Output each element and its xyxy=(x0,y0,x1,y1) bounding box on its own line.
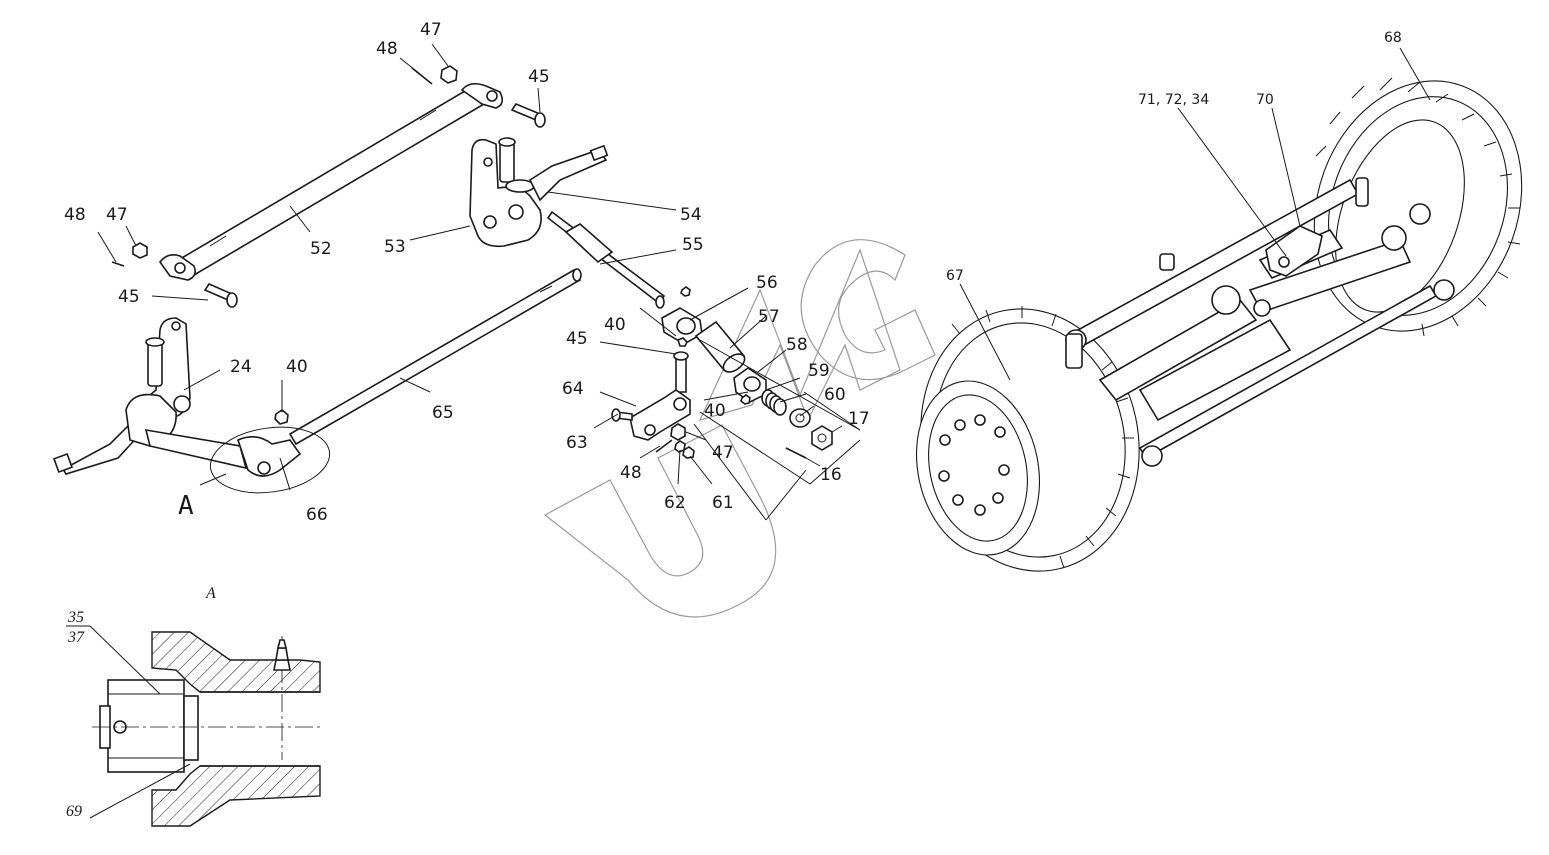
callout-55: 55 xyxy=(682,235,704,255)
callout-68: 68 xyxy=(1384,30,1402,46)
tie-rod-52 xyxy=(158,82,504,281)
callout-67: 67 xyxy=(946,268,964,284)
callout-a: A xyxy=(178,491,194,521)
detail-title: A xyxy=(205,585,216,602)
spindle-54 xyxy=(528,144,609,202)
callout-40-low: 40 xyxy=(704,401,726,421)
callout-63: 63 xyxy=(566,433,588,453)
callout-64: 64 xyxy=(562,379,584,399)
nut-47-top xyxy=(440,65,458,84)
callout-59: 59 xyxy=(808,361,830,381)
callout-45-top: 45 xyxy=(528,67,550,87)
callout-56: 56 xyxy=(756,273,778,293)
bolt-45-left xyxy=(203,282,238,308)
callout-58: 58 xyxy=(786,335,808,355)
callout-60: 60 xyxy=(824,385,846,405)
callout-52: 52 xyxy=(310,239,332,259)
spring-59 xyxy=(761,389,787,416)
callout-24: 24 xyxy=(230,357,252,377)
detail-label-69: 69 xyxy=(66,803,82,820)
leader-lines xyxy=(97,43,1431,521)
center-assembly xyxy=(611,286,833,459)
callout-62: 62 xyxy=(664,493,686,513)
detail-label-37: 37 xyxy=(67,629,85,646)
callout-45-mid: 45 xyxy=(566,329,588,349)
callout-16: 16 xyxy=(820,465,842,485)
callout-61: 61 xyxy=(712,493,734,513)
callout-70: 70 xyxy=(1256,92,1274,108)
bolt-45-top xyxy=(510,103,546,128)
callout-65: 65 xyxy=(432,403,454,423)
callout-47-top: 47 xyxy=(420,20,442,40)
callout-45-left: 45 xyxy=(118,287,140,307)
nut-47-left xyxy=(132,242,148,259)
cotter-pin-48-left xyxy=(111,261,125,267)
grease-fitting-40-left xyxy=(274,409,289,425)
callout-66: 66 xyxy=(306,505,328,525)
callout-54: 54 xyxy=(680,205,702,225)
drag-link-55 xyxy=(546,210,666,309)
callout-71-72-34: 71, 72, 34 xyxy=(1138,92,1209,108)
callout-47-left: 47 xyxy=(106,205,128,225)
callout-17: 17 xyxy=(848,409,870,429)
tie-rod-65 xyxy=(144,268,582,477)
callout-48-top: 48 xyxy=(376,39,398,59)
callout-53: 53 xyxy=(384,237,406,257)
front-wheel-67 xyxy=(915,306,1140,572)
detail-a-ellipse xyxy=(209,426,331,494)
detail-a-section: A 35 37 69 xyxy=(66,585,321,827)
detail-label-35: 35 xyxy=(67,609,84,626)
callout-labels: 47 48 45 52 53 54 55 48 47 45 24 40 65 6… xyxy=(64,20,1402,525)
watermark xyxy=(543,239,936,618)
callout-48-low: 48 xyxy=(620,463,642,483)
callout-57: 57 xyxy=(758,307,780,327)
callout-40-mid: 40 xyxy=(604,315,626,335)
axle-frame xyxy=(1065,177,1455,467)
knuckle-53 xyxy=(469,137,542,248)
callout-47-low: 47 xyxy=(712,443,734,463)
callout-40-left: 40 xyxy=(286,357,308,377)
callout-48-left: 48 xyxy=(64,205,86,225)
